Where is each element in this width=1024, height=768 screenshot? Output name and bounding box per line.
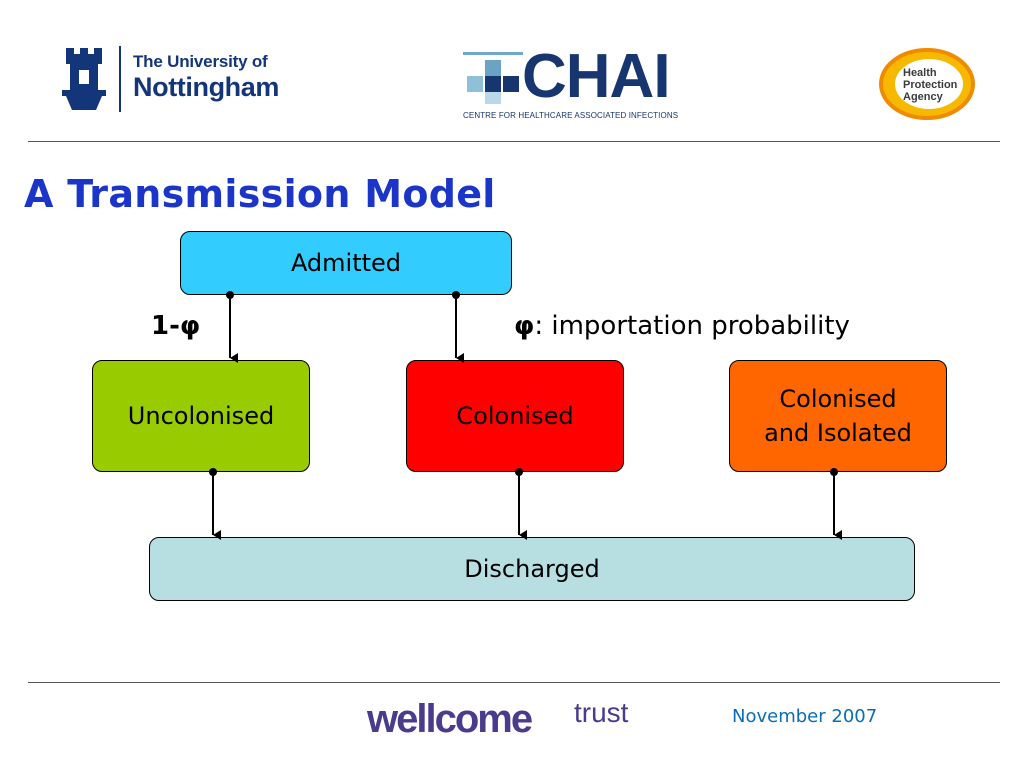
- edge-label-one-minus-phi: 1-φ: [151, 311, 201, 341]
- university-name-line1: The University of: [133, 52, 268, 71]
- university-crest-icon: [62, 48, 106, 110]
- node-colonised: Colonised: [406, 360, 624, 472]
- wellcome-logo-word: wellcome: [367, 697, 533, 741]
- edge-admitted-to-colonised: [452, 291, 464, 363]
- hpa-logo-line2: Protection: [903, 79, 958, 91]
- node-admitted-label: Admitted: [290, 249, 402, 277]
- node-admitted: Admitted: [180, 231, 512, 295]
- hpa-logo-line1: Health: [903, 67, 937, 79]
- chai-logo-word: CHAI: [522, 42, 671, 111]
- university-logo-divider: [119, 46, 121, 112]
- footer-date: November 2007: [732, 706, 878, 727]
- node-colonised-isolated-line2: and Isolated: [764, 419, 912, 447]
- node-colonised-isolated-label: Colonised and Isolated: [764, 382, 912, 450]
- hpa-logo-line3: Agency: [903, 91, 944, 103]
- phi-symbol: φ: [514, 311, 535, 341]
- edge-colonised-to-discharged: [515, 468, 527, 540]
- node-colonised-isolated: Colonised and Isolated: [729, 360, 947, 472]
- node-discharged: Discharged: [149, 537, 915, 601]
- node-uncolonised: Uncolonised: [92, 360, 310, 472]
- footer-divider: [28, 682, 1000, 683]
- chai-logo-subtitle: CENTRE FOR HEALTHCARE ASSOCIATED INFECTI…: [463, 111, 679, 120]
- slide-title: A Transmission Model: [24, 172, 496, 216]
- header-divider: [28, 141, 1000, 142]
- hpa-logo: Health Protection Agency: [879, 48, 975, 120]
- edge-isolated-to-discharged: [830, 468, 842, 540]
- node-colonised-label: Colonised: [456, 402, 574, 430]
- edge-admitted-to-uncolonised: [226, 291, 238, 363]
- phi-description: : importation probability: [534, 311, 850, 341]
- university-name-line2: Nottingham: [133, 72, 279, 102]
- phi-definition: φ: importation probability: [514, 311, 850, 341]
- edge-uncolonised-to-discharged: [209, 468, 221, 540]
- wellcome-logo-trust: trust: [574, 697, 629, 728]
- node-colonised-isolated-line1: Colonised: [779, 385, 897, 413]
- node-discharged-label: Discharged: [464, 555, 600, 583]
- node-uncolonised-label: Uncolonised: [127, 402, 275, 430]
- chai-cross-icon: [463, 52, 523, 104]
